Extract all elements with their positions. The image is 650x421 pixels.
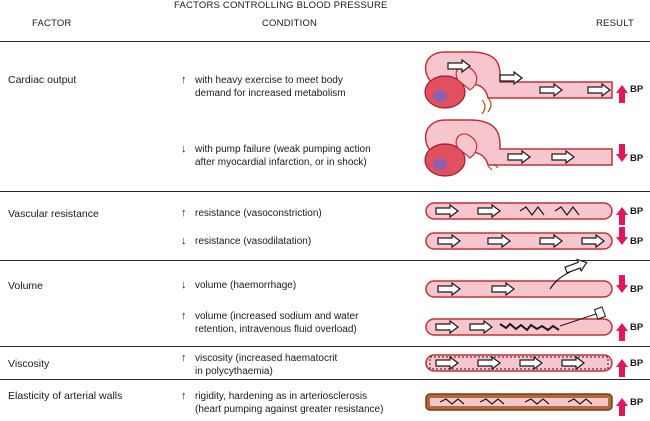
arrow-up-icon: ↑ <box>181 74 187 86</box>
condition-line: volume (haemorrhage) <box>195 280 297 291</box>
bp-up-arrow-icon <box>616 323 628 341</box>
condition-line: resistance (vasodilatation) <box>195 236 312 247</box>
condition-line: retention, intravenous fluid overload) <box>195 324 357 335</box>
bp-label: BP <box>630 397 644 408</box>
header-factor: FACTOR <box>32 18 72 29</box>
bp-down-arrow-icon <box>616 275 628 293</box>
vessel-dilated-illustration <box>425 232 613 250</box>
vessel-haemorrhage-illustration <box>425 256 613 298</box>
factor-elasticity: Elasticity of arterial walls <box>8 390 123 402</box>
header-condition: CONDITION <box>262 18 318 29</box>
condition-line: resistance (vasoconstriction) <box>195 208 322 219</box>
condition-viscosity-up: ↑ viscosity (increased haematocrit in po… <box>181 352 337 377</box>
header-result: RESULT <box>596 18 634 29</box>
bp-label: BP <box>630 358 644 369</box>
condition-line: rigidity, hardening as in arterioscleros… <box>195 391 368 402</box>
arrow-up-icon: ↑ <box>181 352 187 364</box>
condition-cardiac-down: ↓ with pump failure (weak pumping action… <box>181 143 371 168</box>
bp-label: BP <box>630 236 644 247</box>
vessel-viscous-illustration <box>425 354 613 372</box>
condition-volume-down: ↓ volume (haemorrhage) <box>181 279 296 292</box>
factor-viscosity: Viscosity <box>8 358 50 370</box>
factor-vascular-resistance: Vascular resistance <box>8 208 99 220</box>
bp-down-arrow-icon <box>616 144 628 162</box>
divider-1 <box>0 191 650 192</box>
arrow-up-icon: ↑ <box>181 390 187 402</box>
condition-cardiac-up: ↑ with heavy exercise to meet body deman… <box>181 74 346 99</box>
arrow-down-icon: ↓ <box>181 143 187 155</box>
condition-line: with heavy exercise to meet body <box>195 75 343 86</box>
bp-label: BP <box>630 284 644 295</box>
condition-line: after myocardial infarction, or in shock… <box>195 157 367 168</box>
arrow-down-icon: ↓ <box>181 279 187 291</box>
arrow-up-icon: ↑ <box>181 207 187 219</box>
vessel-overload-illustration <box>425 306 613 336</box>
bp-down-arrow-icon <box>616 227 628 245</box>
factor-volume: Volume <box>8 280 44 292</box>
diagram-title: FACTORS CONTROLLING BLOOD PRESSURE <box>174 0 388 11</box>
condition-elasticity-up: ↑ rigidity, hardening as in arterioscler… <box>181 390 383 415</box>
bp-label: BP <box>630 84 644 95</box>
bp-label: BP <box>630 206 644 217</box>
condition-resistance-down: ↓ resistance (vasodilatation) <box>181 235 311 248</box>
condition-line: (heart pumping against greater resistanc… <box>195 404 384 415</box>
vessel-constricted-illustration <box>425 202 613 220</box>
divider-2 <box>0 260 650 261</box>
bp-up-arrow-icon <box>616 359 628 377</box>
condition-line: in polycythaemia) <box>195 366 273 377</box>
arrow-down-icon: ↓ <box>181 235 187 247</box>
bp-label: BP <box>630 153 644 164</box>
condition-line: demand for increased metabolism <box>195 88 346 99</box>
vessel-rigid-illustration <box>425 393 613 411</box>
divider-3 <box>0 346 650 347</box>
bp-up-arrow-icon <box>616 207 628 225</box>
condition-volume-up: ↑ volume (increased sodium and water ret… <box>181 310 358 335</box>
heart-vessel-weak-illustration <box>424 119 613 177</box>
condition-line: viscosity (increased haematocrit <box>195 353 338 364</box>
condition-resistance-up: ↑ resistance (vasoconstriction) <box>181 207 322 220</box>
arrow-up-icon: ↑ <box>181 310 187 322</box>
condition-line: with pump failure (weak pumping action <box>195 144 371 155</box>
divider-4 <box>0 379 650 380</box>
heart-vessel-strong-illustration <box>424 51 613 115</box>
condition-line: volume (increased sodium and water <box>195 311 359 322</box>
bp-up-arrow-icon <box>616 85 628 103</box>
factor-cardiac-output: Cardiac output <box>8 74 77 86</box>
bp-label: BP <box>630 322 644 333</box>
bp-up-arrow-icon <box>616 398 628 416</box>
divider-header <box>0 41 650 42</box>
